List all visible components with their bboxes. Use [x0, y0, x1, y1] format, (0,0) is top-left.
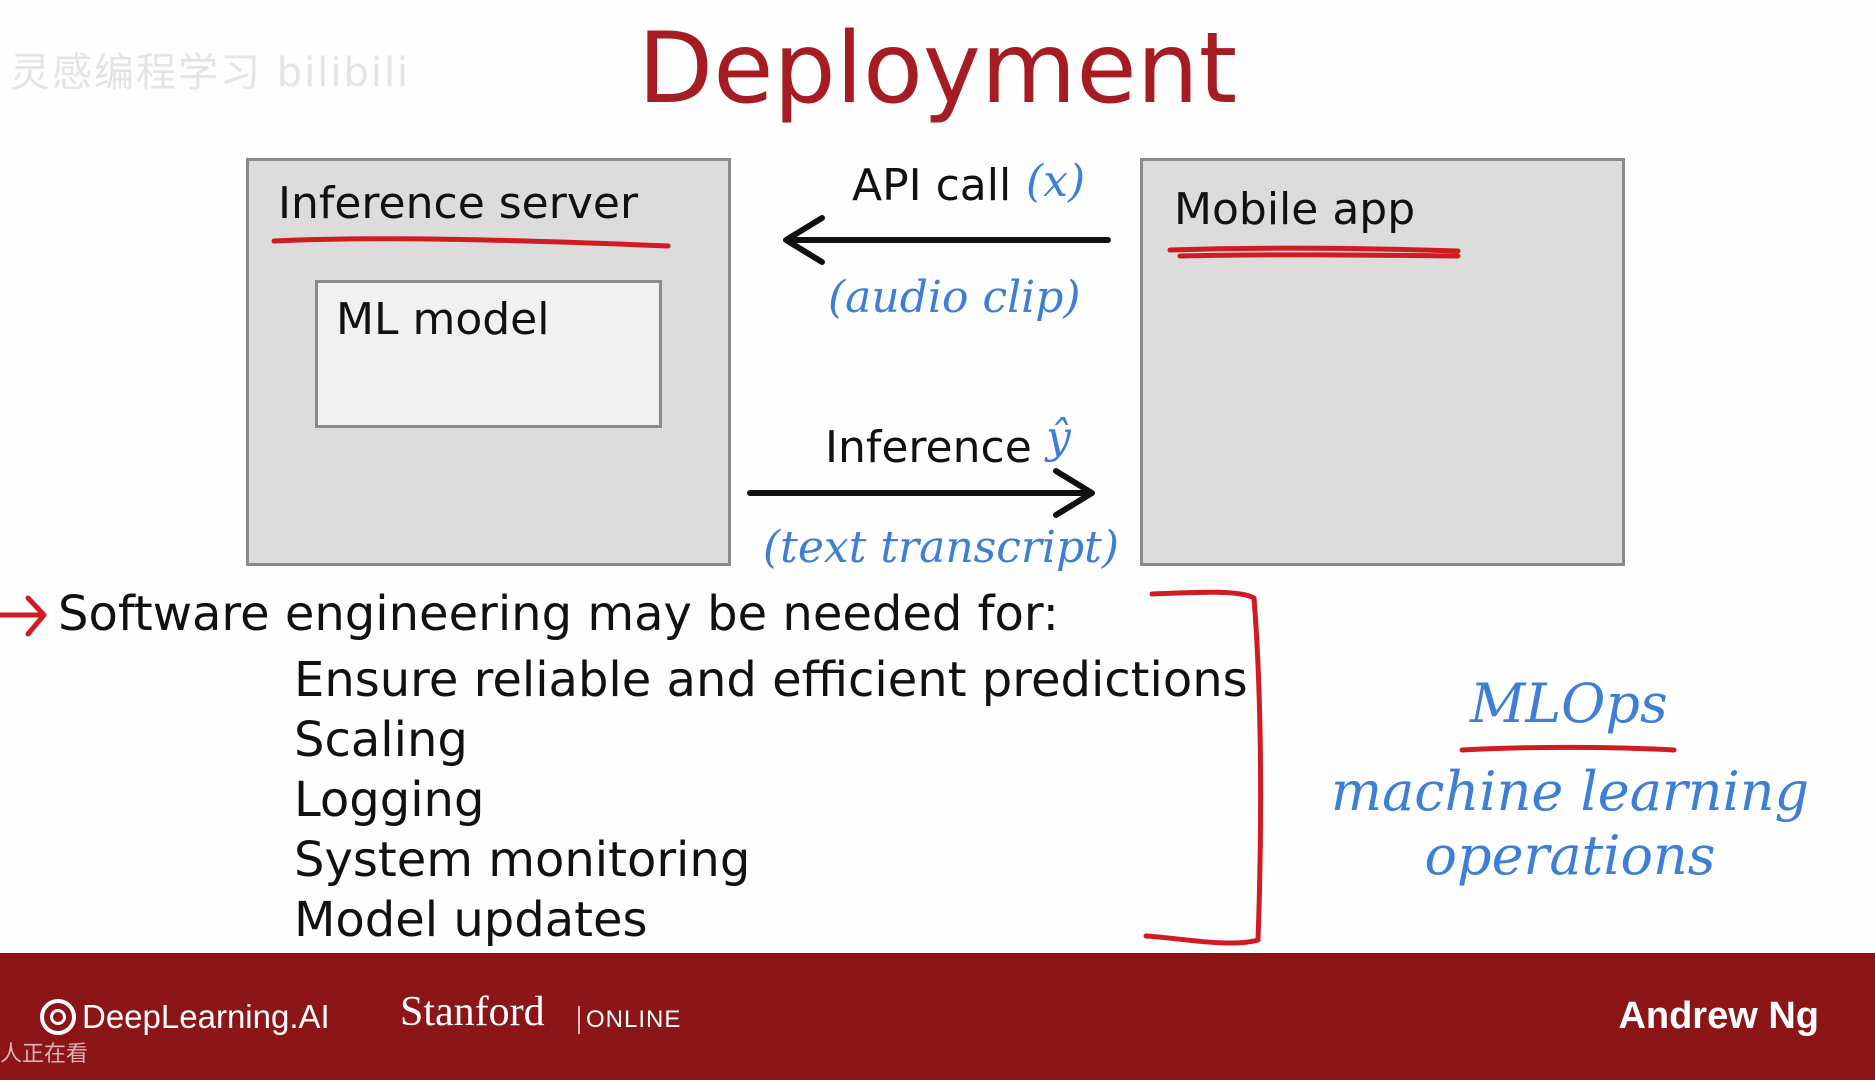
- deeplearning-icon: [40, 999, 76, 1035]
- list-item: Ensure reliable and efficient prediction…: [294, 652, 1248, 708]
- list-item: Model updates: [294, 892, 648, 948]
- mobile-app-label: Mobile app: [1174, 184, 1416, 235]
- api-call-arrow: [783, 215, 1111, 265]
- list-item: Scaling: [294, 712, 468, 768]
- mlops-definition: machine learning operations: [1320, 760, 1820, 888]
- author-name: Andrew Ng: [1618, 995, 1819, 1037]
- mobile-app-box: [1140, 158, 1625, 566]
- stanford-logo: Stanford: [400, 989, 545, 1035]
- slide-title: Deployment: [637, 12, 1238, 126]
- bullet-red-arrow: [0, 595, 47, 637]
- software-engineering-heading: Software engineering may be needed for:: [58, 586, 1059, 642]
- mlops-definition-line1: machine learning: [1330, 760, 1810, 823]
- mlops-label: MLOps: [1470, 672, 1668, 735]
- api-call-variable: (x): [1026, 156, 1086, 207]
- stanford-online-text: ONLINE: [578, 1006, 681, 1034]
- ml-model-box: [315, 280, 662, 428]
- list-item: System monitoring: [294, 832, 751, 888]
- inference-label: Inference: [825, 422, 1032, 473]
- api-call-label: API call: [852, 160, 1012, 211]
- mlops-underline: [1459, 744, 1677, 753]
- inference-server-label: Inference server: [278, 178, 639, 229]
- footer-bar: [0, 953, 1875, 1080]
- list-item: Logging: [294, 772, 485, 828]
- video-watermark: 灵感编程学习 bilibili: [10, 50, 411, 96]
- mlops-definition-line2: operations: [1424, 824, 1716, 887]
- text-transcript-note: (text transcript): [763, 522, 1119, 573]
- audio-clip-note: (audio clip): [828, 272, 1081, 323]
- y-hat-variable: ŷ: [1046, 412, 1071, 463]
- deeplearning-text: DeepLearning.AI: [82, 998, 330, 1035]
- inference-server-underline: [271, 236, 671, 249]
- software-engineering-list: Ensure reliable and efficient prediction…: [294, 650, 1248, 950]
- mobile-app-underline: [1167, 245, 1461, 259]
- bullet-bracket: [1143, 589, 1264, 946]
- viewer-count-note: 人正在看: [0, 1042, 89, 1067]
- ml-model-label: ML model: [336, 294, 550, 345]
- inference-arrow: [747, 468, 1095, 518]
- deeplearning-logo: DeepLearning.AI: [40, 998, 330, 1036]
